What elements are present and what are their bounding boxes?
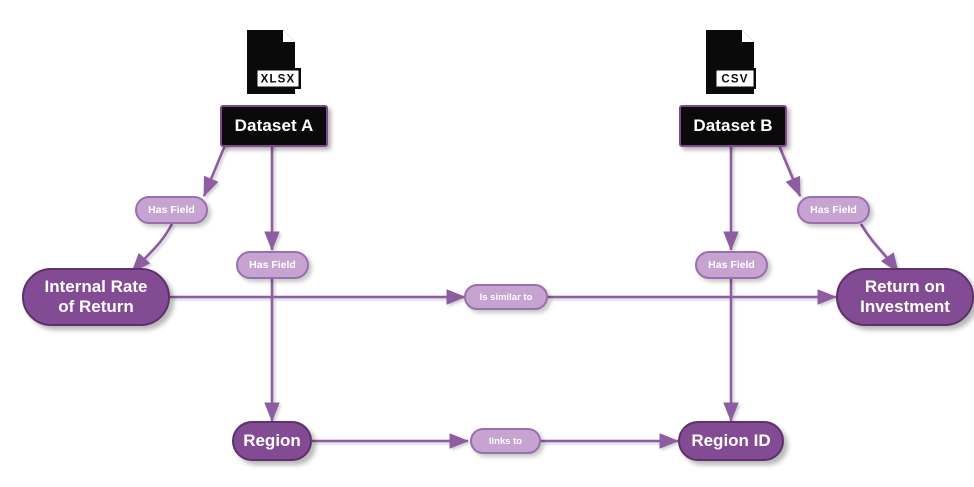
csv-file-type-label: CSV	[721, 74, 748, 86]
edge-label-text: Is similar to	[479, 291, 533, 303]
edge-label-text: Has Field	[810, 204, 857, 216]
edge-hasfield-to-roi	[859, 223, 900, 273]
xlsx-file-type-label: XLSX	[261, 74, 296, 86]
edge-dataset-b-hasfield-roi-upper	[776, 142, 802, 197]
dataset-b-label: Dataset B	[693, 116, 773, 135]
edge-dataset-a-hasfield-irr-upper	[202, 142, 228, 197]
entity-node-internal-rate-of-return[interactable]: Internal Rate of Return	[22, 268, 170, 326]
region-id-label: Region ID	[691, 430, 771, 450]
edge-label-text: Has Field	[249, 259, 296, 271]
dataset-a-label: Dataset A	[234, 116, 314, 135]
return-on-investment-label-line1: Return on	[864, 276, 946, 296]
edge-label-links-to[interactable]: links to	[470, 428, 541, 454]
edge-label-has-field-a-region[interactable]: Has Field	[236, 251, 309, 279]
internal-rate-of-return-label-line2: of Return	[58, 297, 134, 316]
edge-label-has-field-b-region-id[interactable]: Has Field	[695, 251, 768, 279]
return-on-investment-label-line2: Investment	[860, 297, 950, 316]
dataset-node-dataset-b[interactable]: Dataset B	[679, 105, 787, 147]
xlsx-file-icon: XLSX	[245, 28, 303, 96]
dataset-node-dataset-a[interactable]: Dataset A	[220, 105, 328, 147]
edge-label-has-field-a-irr[interactable]: Has Field	[135, 196, 208, 224]
region-label: Region	[243, 430, 301, 450]
edge-label-text: Has Field	[148, 204, 195, 216]
edge-label-has-field-b-roi[interactable]: Has Field	[797, 196, 870, 224]
edge-hasfield-to-irr	[131, 223, 174, 273]
csv-file-icon: CSV	[704, 28, 762, 96]
entity-node-return-on-investment[interactable]: Return on Investment	[836, 268, 974, 326]
internal-rate-of-return-label-line1: Internal Rate	[44, 276, 148, 296]
edge-label-is-similar-to[interactable]: Is similar to	[464, 284, 548, 310]
entity-node-region[interactable]: Region	[232, 421, 312, 461]
edge-label-text: links to	[488, 435, 523, 447]
entity-node-region-id[interactable]: Region ID	[678, 421, 784, 461]
edge-label-text: Has Field	[708, 259, 755, 271]
